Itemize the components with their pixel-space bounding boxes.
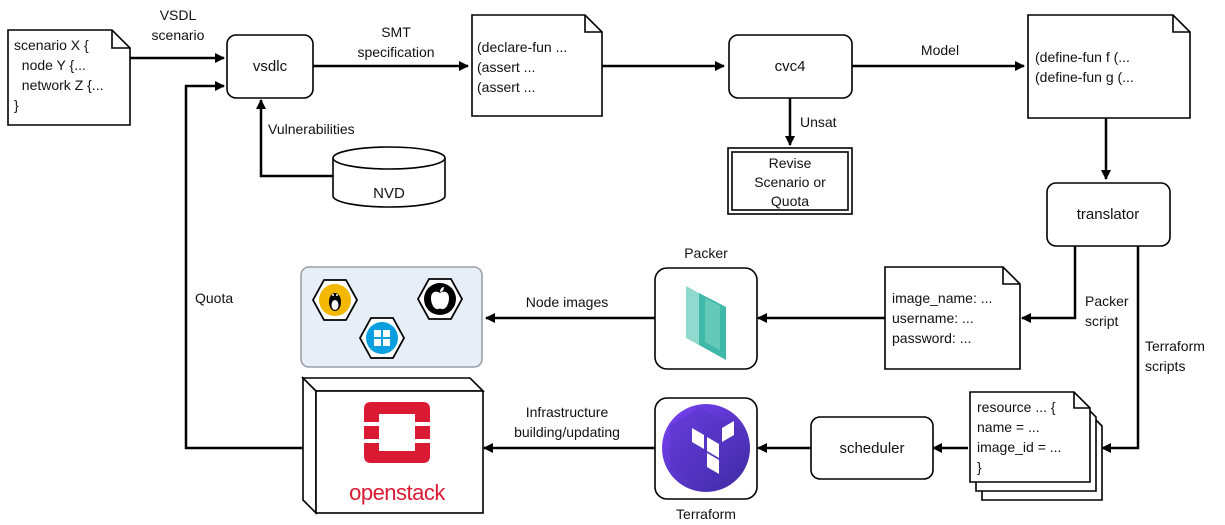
scenario-line: } — [14, 97, 19, 113]
edge-translator-to-terraform-doc — [1101, 246, 1140, 453]
label-packer-script-1: Packer — [1085, 293, 1129, 309]
terraform-scripts-document: resource ... { name = ... image_id = ...… — [969, 391, 1103, 501]
apple-icon — [416, 278, 464, 320]
linux-tux-icon — [311, 279, 359, 321]
label-terraform-scripts-1: Terraform — [1145, 338, 1205, 354]
model-document: (define-fun f (... (define-fun g (... — [1027, 14, 1191, 119]
label-node-images: Node images — [526, 294, 609, 310]
nvd-label: NVD — [373, 185, 405, 202]
packer-script-line: password: ... — [892, 330, 971, 346]
label-vsdl-scenario-2: scenario — [152, 27, 205, 43]
revise-line: Scenario or — [754, 174, 826, 190]
smt-line: (declare-fun ... — [477, 39, 567, 55]
terraform-tool: Terraform — [654, 397, 758, 522]
scenario-line: node Y {... — [14, 57, 86, 73]
edge-translator-to-packer-doc — [1021, 246, 1077, 323]
revise-line: Revise — [769, 155, 812, 171]
scenario-line: scenario X { — [14, 37, 89, 53]
smt-line: (assert ... — [477, 79, 535, 95]
translator-label: translator — [1077, 206, 1140, 223]
node-images-panel — [300, 266, 483, 368]
edge-openstack-quota-to-vsdlc — [184, 81, 303, 450]
terraform-script-line: name = ... — [977, 419, 1040, 435]
openstack-logo-icon: openstack — [349, 402, 447, 505]
vsdlc-node: vsdlc — [226, 34, 314, 99]
cvc4-label: cvc4 — [775, 58, 806, 75]
translator-node: translator — [1046, 182, 1171, 247]
edge-labels: VSDL scenario SMT specification Model Un… — [152, 7, 1205, 440]
model-line: (define-fun f (... — [1035, 49, 1130, 65]
scenario-line: network Z {... — [14, 77, 103, 93]
openstack-wordmark: openstack — [349, 480, 446, 505]
packer-logo-icon — [686, 286, 726, 360]
packer-script-line: image_name: ... — [892, 290, 992, 306]
terraform-script-line: resource ... { — [977, 399, 1056, 415]
packer-tool: Packer — [654, 245, 758, 370]
windows-icon — [358, 317, 406, 359]
edges — [130, 53, 1140, 453]
label-unsat: Unsat — [800, 114, 837, 130]
nvd-database: NVD — [332, 146, 446, 208]
scheduler-label: scheduler — [839, 440, 904, 457]
label-packer-script-2: script — [1085, 313, 1119, 329]
scheduler-node: scheduler — [810, 416, 934, 480]
label-vulnerabilities: Vulnerabilities — [268, 121, 355, 137]
label-smt-spec-1: SMT — [381, 24, 411, 40]
terraform-script-line: image_id = ... — [977, 439, 1061, 455]
model-line: (define-fun g (... — [1035, 69, 1134, 85]
revise-box: Revise Scenario or Quota — [727, 147, 853, 215]
label-model: Model — [921, 42, 959, 58]
edge-nvd-to-vsdlc — [256, 99, 333, 178]
terraform-logo-icon — [662, 404, 750, 492]
packer-script-line: username: ... — [892, 310, 974, 326]
label-infra-1: Infrastructure — [526, 404, 609, 420]
label-smt-spec-2: specification — [357, 44, 434, 60]
cvc4-node: cvc4 — [728, 34, 853, 99]
packer-title: Packer — [684, 245, 728, 261]
packer-script-document: image_name: ... username: ... password: … — [884, 266, 1021, 370]
label-quota: Quota — [195, 290, 233, 306]
smt-line: (assert ... — [477, 59, 535, 75]
terraform-script-line: } — [977, 459, 982, 475]
label-terraform-scripts-2: scripts — [1145, 358, 1185, 374]
smt-document: (declare-fun ... (assert ... (assert ... — [471, 14, 603, 117]
label-infra-2: building/updating — [514, 424, 620, 440]
openstack-node: openstack — [301, 376, 485, 515]
terraform-title: Terraform — [676, 506, 736, 522]
label-vsdl-scenario-1: VSDL — [160, 7, 197, 23]
vsdlc-label: vsdlc — [253, 58, 288, 75]
scenario-document: scenario X { node Y {... network Z {... … — [7, 29, 131, 126]
revise-line: Quota — [771, 193, 809, 209]
